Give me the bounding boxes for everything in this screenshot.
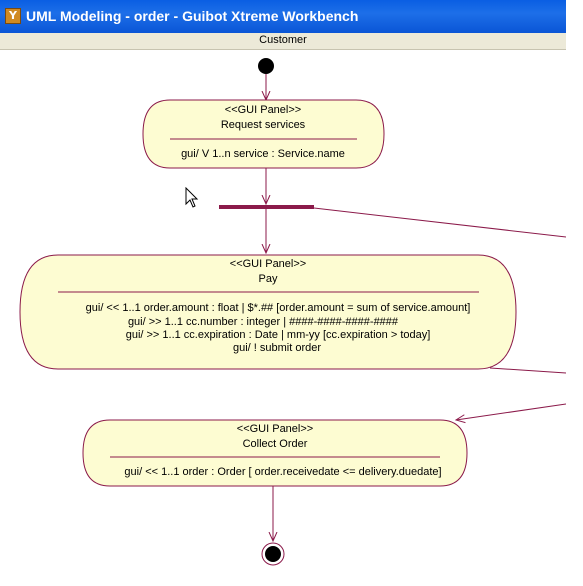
app-logo-icon: Y bbox=[5, 8, 21, 24]
node-name: Collect Order bbox=[243, 438, 308, 450]
canvas-right-edge bbox=[566, 0, 583, 586]
node-pay[interactable]: <<GUI Panel>> Pay gui/ << 1..1 order.amo… bbox=[19, 254, 517, 370]
window-title: UML Modeling - order - Guibot Xtreme Wor… bbox=[26, 8, 359, 24]
edge-offscreen-to-collect[interactable] bbox=[456, 403, 566, 420]
node-name: Request services bbox=[221, 119, 306, 131]
stereotype-label: <<GUI Panel>> bbox=[237, 423, 313, 435]
node-name: Pay bbox=[259, 273, 278, 285]
node-attribute-line: gui/ V 1..n service : Service.name bbox=[181, 148, 345, 160]
activity-diagram-canvas[interactable]: <<GUI Panel>> Request services gui/ V 1.… bbox=[0, 49, 566, 586]
final-node[interactable] bbox=[261, 542, 285, 566]
node-attribute-line: gui/ >> 1..1 cc.number : integer | ####-… bbox=[128, 316, 399, 328]
mouse-cursor-icon bbox=[185, 187, 199, 208]
edge-pay-to-offscreen[interactable] bbox=[489, 367, 566, 374]
node-attribute-line: gui/ << 1..1 order : Order [ order.recei… bbox=[124, 466, 441, 478]
node-collect-order[interactable]: <<GUI Panel>> Collect Order gui/ << 1..1… bbox=[82, 419, 468, 487]
node-attribute-line: gui/ ! submit order bbox=[233, 342, 321, 354]
node-attribute-line: gui/ >> 1..1 cc.expiration : Date | mm-y… bbox=[126, 329, 431, 341]
fork-bar[interactable] bbox=[219, 205, 314, 209]
initial-node[interactable] bbox=[258, 58, 274, 74]
swimlane-label: Customer bbox=[259, 34, 307, 46]
stereotype-label: <<GUI Panel>> bbox=[230, 258, 306, 270]
swimlane-header[interactable]: Customer bbox=[0, 33, 566, 50]
stereotype-label: <<GUI Panel>> bbox=[225, 104, 301, 116]
window-titlebar[interactable]: Y UML Modeling - order - Guibot Xtreme W… bbox=[0, 0, 566, 33]
node-attribute-line: gui/ << 1..1 order.amount : float | $*.#… bbox=[86, 302, 471, 314]
edge-fork-to-offscreen[interactable] bbox=[313, 207, 566, 238]
node-request-services[interactable]: <<GUI Panel>> Request services gui/ V 1.… bbox=[142, 99, 385, 169]
